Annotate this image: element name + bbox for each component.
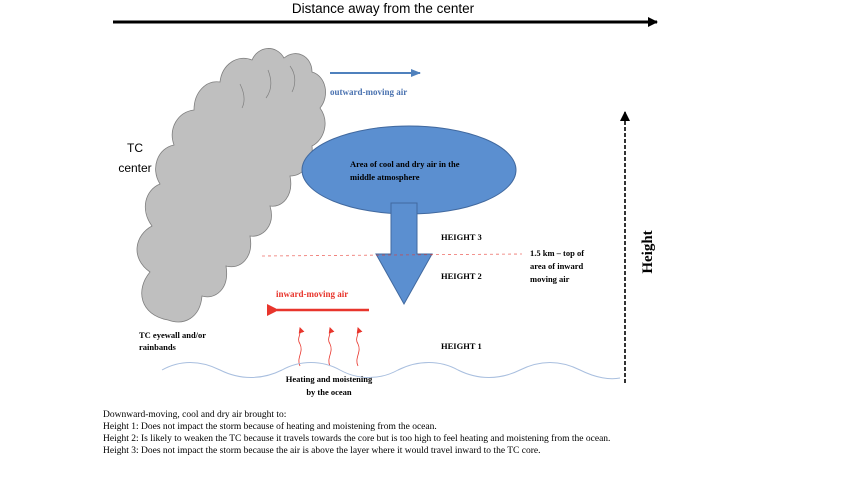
caption: Downward-moving, cool and dry air brough… (103, 409, 823, 457)
inward-air-label: inward-moving air (276, 289, 348, 299)
caption-height1: Height 1: Does not impact the storm beca… (103, 422, 437, 432)
eyewall-label-line2: rainbands (139, 342, 177, 352)
ocean-label-line1: Heating and moistening (286, 374, 373, 384)
ocean-surface-wave (161, 362, 621, 380)
layer-top-label-line2: area of inward (530, 261, 583, 271)
tc-center-label-line1: TC (127, 141, 143, 155)
height1-label: HEIGHT 1 (441, 341, 482, 351)
outward-air-label: outward-moving air (330, 87, 407, 97)
ocean-label-line2: by the ocean (306, 387, 352, 397)
inward-layer-top-line (261, 253, 523, 257)
heat-flux-arrow-1 (298, 327, 305, 367)
tc-cloud-folds (239, 65, 296, 109)
caption-intro: Downward-moving, cool and dry air brough… (103, 410, 287, 420)
eyewall-label-line1: TC eyewall and/or (139, 330, 206, 340)
cool-dry-air-label-line1: Area of cool and dry air in the (350, 159, 460, 169)
distance-axis-label: Distance away from the center (292, 1, 475, 16)
height3-label: HEIGHT 3 (441, 232, 482, 242)
height-axis-label: Height (640, 230, 656, 273)
heat-flux-arrow-3 (356, 327, 363, 367)
tc-center-label-line2: center (118, 161, 151, 175)
caption-height2: Height 2: Is likely to weaken the TC bec… (103, 434, 611, 444)
tc-cloud-shape (136, 48, 326, 323)
layer-top-label-line3: moving air (530, 274, 570, 284)
downward-air-arrow (375, 202, 433, 306)
caption-height3: Height 3: Does not impact the storm beca… (103, 446, 541, 456)
height2-label: HEIGHT 2 (441, 271, 482, 281)
heat-flux-arrow-2 (328, 327, 335, 367)
layer-top-label-line1: 1.5 km – top of (530, 248, 584, 258)
cool-dry-air-ellipse (301, 125, 517, 215)
cool-dry-air-label-line2: middle atmosphere (350, 172, 420, 182)
